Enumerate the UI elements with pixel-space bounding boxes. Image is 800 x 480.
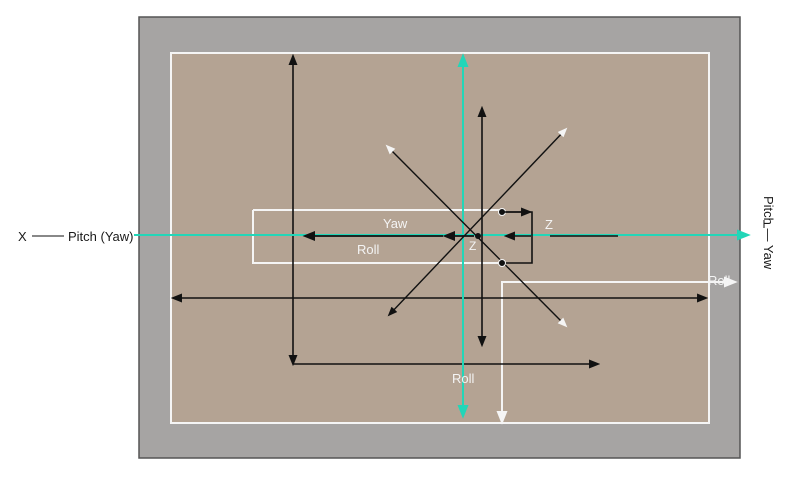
pitch-yaw-label: Pitch (Yaw)	[68, 229, 134, 244]
pitch-mirrored-label: Pitch — Yaw	[761, 196, 776, 270]
z-right-label: Z	[545, 217, 553, 232]
yaw-label: Yaw	[383, 216, 408, 231]
roll-right-label: Roll	[708, 273, 731, 288]
z-center-label: Z	[469, 239, 477, 253]
diagonal-arrow-b	[387, 127, 568, 317]
roll-bottom-label: Roll	[452, 371, 475, 386]
bracket-dot-bottom	[498, 259, 506, 267]
x-axis-label: X	[18, 229, 27, 244]
inner-panel	[170, 52, 710, 424]
roll-inner-label: Roll	[357, 242, 380, 257]
center-dot	[475, 233, 481, 239]
